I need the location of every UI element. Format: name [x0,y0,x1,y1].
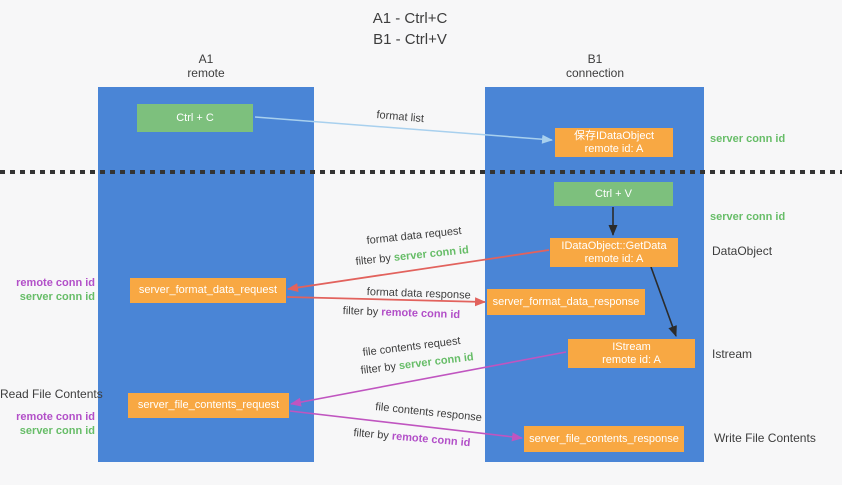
server-conn-id-label-top: server conn id [710,133,786,145]
istream-line1: IStream [612,340,651,353]
server-file-contents-response-label: server_file_contents_response [529,432,679,445]
remote-conn-id-label-2: remote conn id [16,411,95,423]
format-data-response-label: format data response [366,286,471,302]
server-conn-id-label-left-1: server conn id [19,291,95,303]
save-dataobject-line2: remote id: A [584,142,644,155]
server-conn-id-label-left-2: server conn id [19,425,95,437]
file-contents-response-label: file contents response [374,401,483,425]
server-format-data-response-label: server_format_data_response [492,295,640,308]
column-b1-role: connection [565,66,625,80]
column-b1-id: B1 [587,52,603,66]
server-file-contents-request-label: server_file_contents_request [137,399,280,411]
filter-by-prefix: filter by [360,360,400,377]
conn-id-group-2: remote conn id server conn id [0,410,95,438]
column-a1-id: A1 [198,52,214,66]
filter-by-remote-conn-id-label-2: filter by remote conn id [353,427,471,449]
title-line-1: A1 - Ctrl+C [372,10,448,27]
server-conn-id-flow-label-2: server conn id [398,351,475,373]
write-file-contents-label: Write File Contents [714,431,816,445]
server-format-data-response-box: server_format_data_response [487,289,645,315]
server-format-data-request-box: server_format_data_request [130,278,286,303]
column-a1-role: remote [187,66,225,80]
filter-by-remote-conn-id-label-1: filter by remote conn id [343,305,461,321]
server-conn-id-flow-label-1: server conn id [393,244,470,264]
server-format-data-request-label: server_format_data_request [138,284,278,296]
read-file-contents-label: Read File Contents [0,387,103,401]
getdata-box: IDataObject::GetData remote id: A [550,238,678,267]
save-dataobject-box: 保存IDataObject remote id: A [555,128,673,157]
istream-box: IStream remote id: A [568,339,695,368]
remote-conn-id-label-1: remote conn id [16,277,95,289]
server-conn-id-label-mid: server conn id [710,211,786,223]
read-file-contents-group: Read File Contents [0,387,103,401]
ctrl-v-box: Ctrl + V [554,182,673,206]
remote-conn-id-flow-label-2: remote conn id [391,430,471,450]
istream-side-label: Istream [712,347,753,361]
filter-by-server-conn-id-label-1: filter by server conn id [355,244,469,268]
ctrl-c-box: Ctrl + C [137,104,253,132]
remote-conn-id-flow-label-1: remote conn id [381,306,461,322]
ctrl-c-label: Ctrl + C [176,111,214,124]
format-list-label: format list [375,109,425,126]
dataobject-label: DataObject [712,244,773,258]
getdata-line2: remote id: A [584,252,644,265]
format-data-request-label: format data request [366,225,463,247]
diagram-title: A1 - Ctrl+C B1 - Ctrl+V [310,8,510,50]
filter-by-prefix: filter by [352,427,393,443]
server-file-contents-response-box: server_file_contents_response [524,426,684,452]
istream-line2: remote id: A [602,353,661,366]
getdata-line1: IDataObject::GetData [561,239,667,252]
filter-by-prefix: filter by [355,251,395,268]
save-dataobject-line1: 保存IDataObject [573,129,655,142]
server-file-contents-request-box: server_file_contents_request [128,393,289,418]
machine-separator-dashed-line [0,170,842,174]
column-header-a1: A1 remote [146,52,266,80]
filter-by-prefix: filter by [342,305,382,319]
column-header-b1: B1 connection [535,52,655,80]
conn-id-group-1: remote conn id server conn id [0,276,95,304]
ctrl-v-label: Ctrl + V [595,187,632,200]
title-line-2: B1 - Ctrl+V [373,31,447,48]
